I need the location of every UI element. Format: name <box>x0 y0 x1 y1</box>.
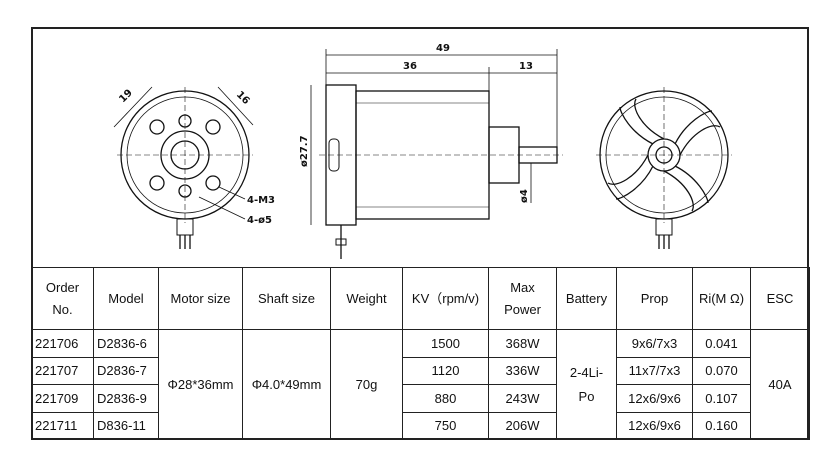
hole-label: 4-ø5 <box>247 215 272 226</box>
front-dim-1: 19 <box>117 87 135 105</box>
rear-view <box>596 87 732 249</box>
front-terminal-block <box>176 218 194 236</box>
col-battery: Battery <box>556 267 617 330</box>
rear-vane-3 <box>663 170 694 212</box>
cell-motor-size: Φ28*36mm <box>158 329 243 440</box>
table-row: 221711 D836-11 750 206W 12x6/9x6 0.160 <box>31 411 810 440</box>
cell-ri: 0.070 <box>692 356 751 385</box>
cell-battery: 2-4Li-Po <box>556 329 617 440</box>
rear-vane-4 <box>607 154 649 185</box>
cell-shaft-size: Φ4.0*49mm <box>242 329 331 440</box>
cell-kv: 880 <box>402 384 489 413</box>
front-dim-line-1 <box>113 86 153 128</box>
cell-kv: 1500 <box>402 329 489 358</box>
cell-prop: 12x6/9x6 <box>616 411 693 440</box>
cell-kv: 750 <box>402 411 489 440</box>
cell-power: 336W <box>488 356 557 385</box>
cell-order: 221709 <box>31 384 94 413</box>
table-row: 221706 D2836-6 Φ28*36mm Φ4.0*49mm 70g 15… <box>31 329 810 440</box>
cell-prop: 11x7/7x3 <box>616 356 693 385</box>
cell-power: 368W <box>488 329 557 358</box>
front-dim-line-2 <box>217 86 254 126</box>
dim-overall-length: 49 <box>436 43 450 54</box>
col-esc: ESC <box>750 267 810 330</box>
table-row: 221709 D2836-9 880 243W 12x6/9x6 0.107 <box>31 384 810 413</box>
front-view <box>113 86 254 249</box>
cell-order: 221711 <box>31 411 94 440</box>
front-leader-2 <box>198 196 246 220</box>
col-weight: Weight <box>330 267 403 330</box>
rear-vane-7 <box>615 165 654 200</box>
front-hole-br <box>205 175 221 191</box>
cell-power: 243W <box>488 384 557 413</box>
cell-kv: 1120 <box>402 356 489 385</box>
cell-model: D836-11 <box>93 411 159 440</box>
screw-label: 4-M3 <box>247 195 275 206</box>
front-hole-bl <box>149 175 165 191</box>
cell-power: 206W <box>488 411 557 440</box>
rear-terminal-block <box>655 218 673 236</box>
cell-prop: 9x6/7x3 <box>616 329 693 358</box>
cell-ri: 0.160 <box>692 411 751 440</box>
cell-model: D2836-9 <box>93 384 159 413</box>
cell-model: D2836-6 <box>93 329 159 358</box>
dim-body-diameter: ø27.7 <box>299 135 310 167</box>
technical-drawing: 19 16 4-M3 4-ø5 49 36 13 ø27.7 <box>31 27 809 270</box>
rear-vane-6 <box>674 165 709 204</box>
col-kv: KV（rpm/v) <box>402 267 489 330</box>
col-prop: Prop <box>616 267 693 330</box>
front-hole-tr <box>205 119 221 135</box>
rear-vane-8 <box>619 106 654 145</box>
rear-vane-2 <box>679 125 721 156</box>
cell-ri: 0.041 <box>692 329 751 358</box>
side-view <box>310 49 563 259</box>
table-row: 221707 D2836-7 1120 336W 11x7/7x3 0.070 <box>31 356 810 385</box>
dim-shaft-length: 13 <box>519 61 533 72</box>
col-shaft-size: Shaft size <box>242 267 331 330</box>
cell-ri: 0.107 <box>692 384 751 413</box>
cell-prop: 12x6/9x6 <box>616 384 693 413</box>
cell-order: 221707 <box>31 356 94 385</box>
cell-weight: 70g <box>330 329 403 440</box>
cell-esc: 40A <box>750 329 810 440</box>
cell-order: 221706 <box>31 329 94 358</box>
front-dim-2: 16 <box>234 89 252 107</box>
front-hole-tl <box>149 119 165 135</box>
col-motor-size: Motor size <box>158 267 243 330</box>
rear-vane-5 <box>674 110 713 145</box>
side-wire-clip <box>335 238 347 246</box>
dim-shaft-diameter: ø4 <box>519 189 530 203</box>
col-ri: Ri(M Ω) <box>692 267 751 330</box>
front-leader-1 <box>218 186 246 200</box>
rear-vane-1 <box>634 98 665 140</box>
motor-drawing-svg: 19 16 4-M3 4-ø5 49 36 13 ø27.7 <box>113 43 732 259</box>
cell-model: D2836-7 <box>93 356 159 385</box>
col-model: Model <box>93 267 159 330</box>
dim-body-length: 36 <box>403 61 417 72</box>
